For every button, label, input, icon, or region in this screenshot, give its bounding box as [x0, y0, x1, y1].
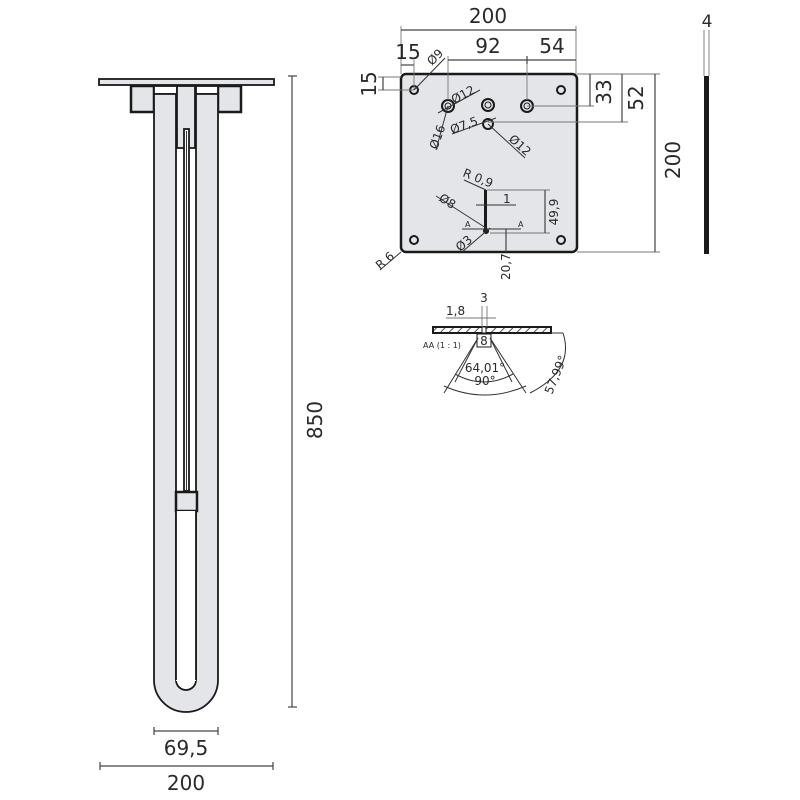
left-connector — [153, 85, 178, 95]
plate-edge — [704, 76, 709, 254]
height-850-label: 850 — [303, 401, 327, 439]
top-plate-bar — [98, 78, 275, 86]
plate-view: 200 15 15 92 54 33 52 200 Ø9 Ø12 — [357, 4, 685, 280]
section-dim-8-label: 8 — [480, 334, 488, 348]
right-mount-block — [216, 84, 243, 114]
section-marker-left: A — [465, 220, 471, 229]
right-connector — [195, 85, 219, 95]
u-heating-element — [153, 93, 219, 713]
angle-57-label: 57,99° — [542, 353, 570, 396]
corner-hole-tr — [556, 85, 566, 95]
angle-90-label: 90° — [474, 374, 495, 388]
terminal-hole-mid — [481, 98, 495, 112]
side-view: 4 — [702, 12, 713, 254]
angle-64-label: 64,01° — [465, 361, 505, 375]
slot-length-49-9-label: 49,9 — [547, 199, 561, 226]
corner-hole-br — [556, 235, 566, 245]
left-mount-block — [129, 84, 156, 114]
inner-slot — [176, 511, 196, 681]
offset-y-15-label: 15 — [357, 71, 381, 96]
sensor-box — [174, 490, 199, 513]
section-dim-3-label: 3 — [480, 291, 488, 305]
offset-x-15-label: 15 — [395, 40, 420, 64]
dia-9-label: Ø9 — [424, 46, 446, 68]
plate-height-200-label: 200 — [661, 141, 685, 179]
hole-spacing-92-label: 92 — [475, 34, 500, 58]
section-view: 3 1,8 8 AA (1 : 1) 64,01° 90° 57,99° — [423, 291, 570, 396]
front-view: 850 69,5 200 — [98, 75, 327, 795]
slot-width-1-label: 1 — [503, 192, 511, 206]
slot-offset-20-7-label: 20,7 — [499, 253, 513, 280]
corner-radius-r6-label: R 6 — [373, 249, 397, 272]
thickness-4-label: 4 — [702, 12, 713, 32]
section-marker-right: A — [518, 220, 524, 229]
sensor-slot — [484, 190, 487, 230]
section-plate — [432, 326, 552, 334]
plate-width-200-label: 200 — [469, 4, 507, 28]
width-200-label: 200 — [167, 771, 205, 795]
offset-33-label: 33 — [592, 79, 616, 104]
hole-edge-54-label: 54 — [539, 34, 564, 58]
width-69-5-label: 69,5 — [164, 736, 209, 760]
section-aa-label: AA (1 : 1) — [423, 341, 461, 350]
corner-hole-bl — [409, 235, 419, 245]
section-dim-1-8-label: 1,8 — [446, 304, 465, 318]
offset-52-label: 52 — [624, 85, 648, 110]
